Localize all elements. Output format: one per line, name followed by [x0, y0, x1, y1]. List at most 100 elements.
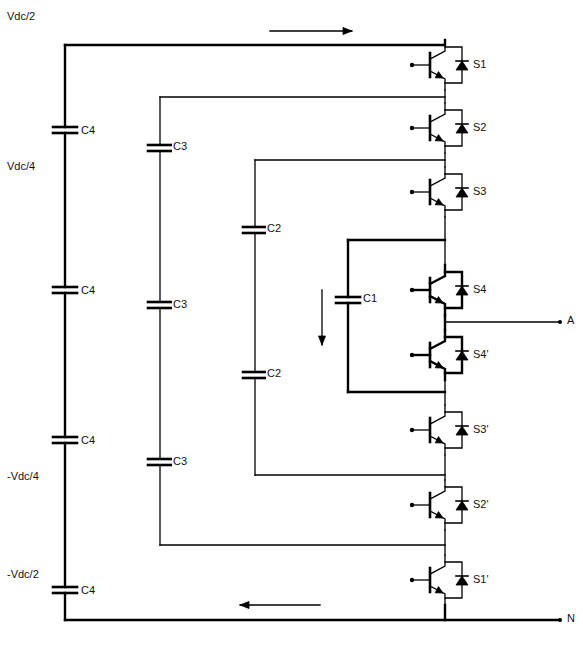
dc-positive-rail: [65, 40, 445, 45]
igbt-emitter: [430, 296, 445, 315]
capacitor-plate: [148, 144, 172, 147]
wire: [348, 239, 445, 241]
component-label: C3: [172, 455, 188, 468]
igbt-collector: [430, 167, 445, 186]
component-label: -Vdc/2: [6, 568, 40, 581]
wire: [254, 160, 255, 227]
capacitor-plate: [148, 458, 172, 461]
igbt-gate: [412, 191, 430, 192]
current-arrow: [270, 30, 352, 31]
igbt-gate: [412, 354, 430, 356]
gate-terminal: [410, 428, 414, 432]
diode-bar: [456, 123, 468, 125]
diode-symbol: [456, 351, 468, 360]
igbt-emitter: [430, 511, 445, 530]
emitter-arrow: [435, 135, 443, 141]
emitter-arrow: [435, 512, 443, 518]
wire: [64, 593, 66, 620]
diode-symbol: [456, 426, 468, 435]
capacitor-plate: [243, 371, 267, 374]
igbt-collector: [430, 480, 445, 499]
wire: [255, 474, 445, 475]
capacitor-plate: [53, 586, 77, 589]
igbt-collector: [430, 103, 445, 122]
component-label: C3: [172, 298, 188, 311]
capacitor-plate: [53, 286, 77, 289]
component-label: C4: [80, 124, 96, 137]
emitter-arrow: [435, 72, 443, 78]
diode-symbol: [456, 501, 468, 510]
terminal: [558, 618, 562, 622]
diode-bar: [456, 425, 468, 427]
component-label: -Vdc/4: [6, 470, 40, 483]
igbt-gate: [412, 429, 430, 430]
switch-name: S3: [472, 185, 487, 198]
igbt-gate: [412, 504, 430, 505]
switch-name: S1': [472, 573, 490, 586]
igbt-collector: [430, 265, 445, 284]
wire: [64, 293, 66, 437]
capacitor-plate: [53, 126, 77, 129]
wire: [347, 240, 349, 297]
terminal-name: N: [566, 612, 576, 625]
wire: [254, 233, 255, 372]
igbt-gate: [412, 579, 430, 580]
igbt-emitter: [430, 198, 445, 217]
switch-name: S4: [472, 283, 487, 296]
igbt-collector: [430, 405, 445, 424]
diode-bar: [456, 575, 468, 577]
arrow-head: [240, 602, 249, 609]
arrow-head: [343, 28, 352, 35]
wire: [444, 455, 445, 480]
igbt-emitter: [430, 361, 445, 380]
igbt-collector: [430, 40, 445, 59]
wire: [348, 391, 445, 393]
diode-bar: [456, 60, 468, 62]
igbt-collector: [430, 330, 445, 349]
component-label: Vdc/2: [6, 10, 36, 23]
capacitor-plate: [148, 301, 172, 304]
capacitor-plate: [53, 436, 77, 439]
component-label: C2: [266, 367, 282, 380]
capacitor-plate: [336, 296, 360, 299]
dc-negative-rail: [65, 619, 445, 621]
switch-name: S2: [472, 121, 487, 134]
wire: [254, 378, 255, 475]
component-label: C3: [172, 140, 188, 153]
igbt-emitter: [430, 134, 445, 153]
gate-terminal: [410, 288, 414, 292]
diode-symbol: [456, 61, 468, 70]
output-wire: [445, 321, 560, 322]
wire: [159, 97, 160, 145]
igbt-gate: [412, 289, 430, 291]
diode-bar: [456, 500, 468, 502]
gate-terminal: [410, 578, 414, 582]
wire: [159, 465, 160, 545]
terminal-name: A: [566, 314, 575, 327]
emitter-arrow: [435, 199, 443, 205]
diode-bar: [456, 350, 468, 352]
wire: [347, 303, 349, 392]
wire: [255, 159, 445, 160]
igbt-gate: [412, 127, 430, 128]
emitter-arrow: [435, 587, 443, 593]
component-label: C2: [266, 222, 282, 235]
wire: [159, 308, 160, 459]
wire: [64, 133, 66, 287]
diode-symbol: [456, 188, 468, 197]
igbt-collector: [430, 555, 445, 574]
gate-terminal: [410, 190, 414, 194]
diode-symbol: [456, 124, 468, 133]
wire: [160, 96, 445, 97]
emitter-arrow: [435, 437, 443, 443]
diode-bar: [456, 187, 468, 189]
gate-terminal: [410, 353, 414, 357]
diode-symbol: [456, 286, 468, 295]
diode-bar: [456, 285, 468, 287]
wire: [160, 544, 445, 545]
emitter-arrow: [435, 297, 443, 303]
diode-symbol: [456, 576, 468, 585]
component-label: C4: [80, 584, 96, 597]
